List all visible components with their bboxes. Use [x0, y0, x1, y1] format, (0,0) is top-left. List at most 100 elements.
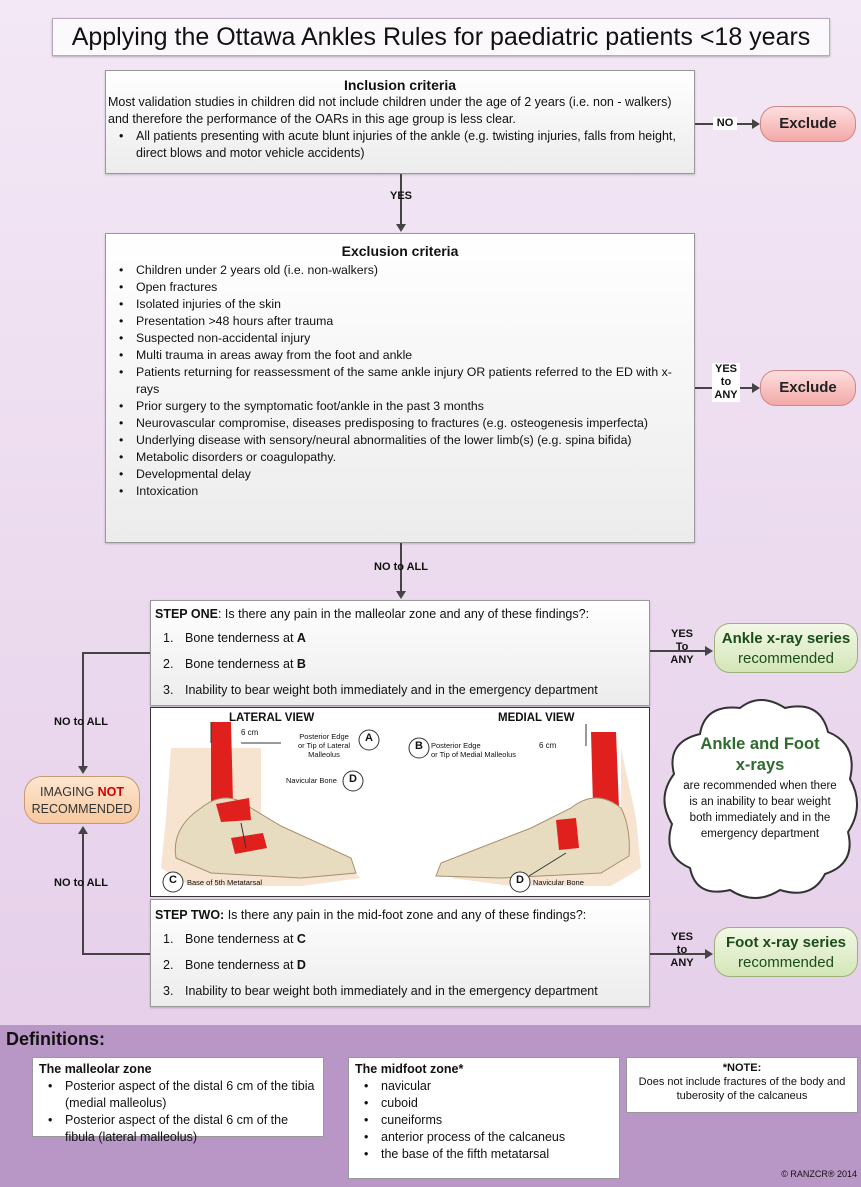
- step-one-question: STEP ONE: Is there any pain in the malle…: [155, 606, 645, 623]
- connector: [82, 652, 150, 654]
- malleolar-zone-title: The malleolar zone: [39, 1062, 152, 1076]
- imaging-line2: RECOMMENDED: [31, 802, 133, 816]
- navicular-medial-label: Navicular Bone: [533, 878, 584, 887]
- imaging-word: IMAGING: [39, 785, 98, 799]
- step-two-lead: STEP TWO:: [155, 908, 225, 922]
- exclusion-item: Presentation >48 hours after trauma: [110, 313, 690, 330]
- exclude-pill-2: Exclude: [760, 370, 856, 406]
- note-title: *NOTE:: [722, 1062, 762, 1074]
- cloud-shape: [663, 699, 858, 899]
- step-number: 2.: [163, 657, 174, 671]
- arrowhead: [752, 119, 760, 129]
- midfoot-zone-title: The midfoot zone*: [355, 1062, 464, 1076]
- connector: [400, 174, 402, 228]
- yes-label: YES: [389, 190, 412, 202]
- inclusion-criteria-box: Inclusion criteria Most validation studi…: [105, 70, 695, 174]
- lateral-edge-line1: Posterior Edge: [299, 732, 349, 741]
- step-point-label: C: [296, 932, 306, 946]
- inclusion-heading: Inclusion criteria: [343, 77, 457, 93]
- step-point-label: D: [296, 958, 306, 972]
- step-item: 1.Bone tenderness at A: [155, 625, 645, 651]
- medial-6cm: 6 cm: [539, 741, 557, 750]
- step-point-label: A: [296, 631, 306, 645]
- inclusion-bullet: All patients presenting with acute blunt…: [110, 128, 690, 162]
- midfoot-item: the base of the fifth metatarsal: [355, 1146, 613, 1163]
- step-one-list: 1.Bone tenderness at A 2. Bone tenderness …: [155, 625, 645, 703]
- yes-text: YES: [670, 628, 693, 640]
- medial-view-title: MEDIAL VIEW: [498, 712, 575, 724]
- yes-to-any-label-3: YES to ANY: [668, 931, 696, 970]
- note-box: *NOTE: Does not include fractures of the…: [626, 1057, 858, 1113]
- step-one-question-text: : Is there any pain in the malleolar zon…: [217, 607, 590, 621]
- ankle-xray-line2: recommended: [738, 650, 834, 667]
- step-number: 3.: [163, 683, 174, 697]
- exclusion-heading: Exclusion criteria: [341, 243, 459, 259]
- malleolar-list: Posterior aspect of the distal 6 cm of t…: [39, 1078, 317, 1146]
- yes-text: YES: [714, 363, 737, 375]
- label-d-lateral: D: [349, 773, 357, 785]
- yes-text: YES: [670, 931, 693, 943]
- arrowhead: [78, 766, 88, 774]
- midfoot-item: cuboid: [355, 1095, 613, 1112]
- exclusion-item: Underlying disease with sensory/neural a…: [110, 432, 690, 449]
- exclusion-item: Isolated injuries of the skin: [110, 296, 690, 313]
- connector: [400, 543, 402, 595]
- arrowhead: [396, 591, 406, 599]
- ankle-figure: LATERAL VIEW MEDIAL VIEW A B D C D 6 cm …: [150, 707, 650, 897]
- cloud-title-2: x-rays: [735, 756, 785, 774]
- arrowhead: [752, 383, 760, 393]
- imaging-line1: IMAGING NOT: [25, 784, 139, 801]
- yes-to-any-label-2: YES To ANY: [668, 628, 696, 667]
- step-text: Bone tenderness at: [185, 657, 297, 671]
- exclusion-item: Prior surgery to the symptomatic foot/an…: [110, 398, 690, 415]
- note-text: Does not include fractures of the body a…: [638, 1076, 846, 1102]
- to-text: to: [720, 376, 732, 388]
- arrowhead: [705, 949, 713, 959]
- step-two-box: STEP TWO: Is there any pain in the mid-f…: [150, 899, 650, 1007]
- no-to-all-bottom: NO to ALL: [54, 877, 108, 889]
- step-one-lead: STEP ONE: [155, 607, 218, 621]
- cloud-title-1: Ankle and Foot: [700, 735, 820, 753]
- step-item: 3.Inability to bear weight both immediat…: [155, 978, 645, 1004]
- exclusion-item: Developmental delay: [110, 466, 690, 483]
- to-text: to: [676, 944, 688, 956]
- any-text: ANY: [714, 389, 738, 401]
- yes-to-any-label-1: YES to ANY: [712, 363, 740, 402]
- navicular-lateral-label: Navicular Bone: [286, 776, 337, 785]
- exclusion-item: Intoxication: [110, 483, 690, 500]
- copyright: © RANZCR® 2014: [781, 1169, 857, 1179]
- exclusion-item: Neurovascular compromise, diseases predi…: [110, 415, 690, 432]
- exclusion-item: Multi trauma in areas away from the foot…: [110, 347, 690, 364]
- inclusion-list: All patients presenting with acute blunt…: [110, 128, 690, 162]
- any-text: ANY: [670, 654, 694, 666]
- step-number: 3.: [163, 984, 174, 998]
- medial-edge-line1: Posterior Edge: [431, 741, 481, 750]
- definitions-heading: Definitions:: [6, 1029, 105, 1049]
- connector: [650, 650, 706, 652]
- step-point-label: B: [296, 657, 306, 671]
- no-label: NO: [713, 117, 737, 130]
- midfoot-list: navicularcuboidcuneiformsanterior proces…: [355, 1078, 613, 1163]
- connector: [82, 652, 84, 768]
- midfoot-item: cuneiforms: [355, 1112, 613, 1129]
- label-a: A: [365, 732, 373, 744]
- lateral-edge-line2: or Tip of Lateral Malleolus: [297, 741, 351, 759]
- exclusion-list: Children under 2 years old (i.e. non-wal…: [110, 262, 690, 500]
- connector: [82, 953, 150, 955]
- lateral-6cm: 6 cm: [241, 728, 259, 737]
- definitions-section: Definitions: The malleolar zone Posterio…: [0, 1025, 861, 1187]
- medial-edge-label: Posterior Edge or Tip of Medial Malleolu…: [431, 741, 521, 759]
- midfoot-zone-box: The midfoot zone* navicularcuboidcuneifo…: [348, 1057, 620, 1179]
- lateral-edge-label: Posterior Edge or Tip of Lateral Malleol…: [285, 732, 363, 759]
- ankle-xray-result: Ankle x-ray series recommended: [714, 623, 858, 673]
- not-word: NOT: [97, 785, 125, 799]
- exclusion-item: Suspected non-accidental injury: [110, 330, 690, 347]
- arrowhead: [78, 826, 88, 834]
- medial-foot-drawing: [435, 724, 641, 886]
- foot-xray-line1: Foot x-ray series: [725, 934, 847, 951]
- step-text: Inability to bear weight both immediatel…: [185, 683, 598, 697]
- exclusion-criteria-box: Exclusion criteria Children under 2 year…: [105, 233, 695, 543]
- exclusion-item: Metabolic disorders or coagulopathy.: [110, 449, 690, 466]
- page-title: Applying the Ottawa Ankles Rules for pae…: [52, 18, 830, 56]
- malleolar-item: Posterior aspect of the distal 6 cm of t…: [39, 1078, 317, 1112]
